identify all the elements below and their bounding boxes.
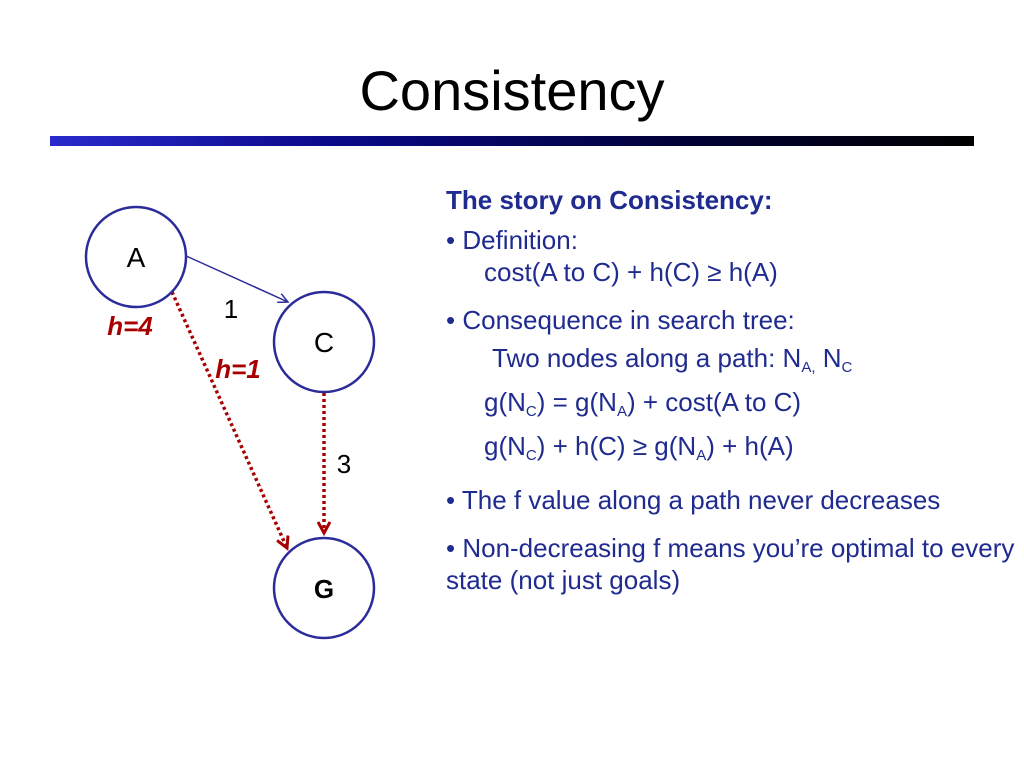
node-c <box>272 290 376 394</box>
graph-diagram: A C G 1 3 h=4 h=1 <box>84 205 376 640</box>
notes-heading: The story on Consistency: <box>446 185 773 215</box>
heuristic-c-label: h=1 <box>215 354 261 384</box>
bullet-optimal: • Non-decreasing f means you’re optimal … <box>446 533 1015 595</box>
title-underline <box>50 136 974 146</box>
notes-panel: The story on Consistency: • Definition: … <box>446 184 1016 596</box>
node-g-label: G <box>314 574 334 604</box>
definition-formula: cost(A to C) + h(C) ≥ h(A) <box>484 257 778 287</box>
bullet-consequence: • Consequence in search tree: Two nodes … <box>446 304 1016 468</box>
edge-a-to-c <box>183 254 288 302</box>
node-a <box>84 205 188 309</box>
node-c-label: C <box>314 327 334 358</box>
consequence-two-nodes: Two nodes along a path: NA, NC <box>492 343 853 376</box>
heuristic-a-label: h=4 <box>107 311 153 341</box>
node-a-label: A <box>127 242 146 273</box>
bullet-consequence-text: • Consequence in search tree: <box>446 305 795 335</box>
consequence-g-equation: g(NC) = g(NA) + cost(A to C) <box>484 387 802 420</box>
bullet-f-value: • The f value along a path never decreas… <box>446 485 941 515</box>
bullet-definition: • Definition: cost(A to C) + h(C) ≥ h(A) <box>446 224 1016 288</box>
edge-a-c-cost-label: 1 <box>224 294 238 324</box>
slide-title: Consistency <box>359 59 665 122</box>
consequence-inequality: g(NC) + h(C) ≥ g(NA) + h(A) <box>484 431 794 464</box>
edge-a-to-g-dotted <box>170 291 287 548</box>
edge-c-g-cost-label: 3 <box>337 449 351 479</box>
bullet-definition-text: • Definition: <box>446 225 578 255</box>
node-g <box>272 536 376 640</box>
